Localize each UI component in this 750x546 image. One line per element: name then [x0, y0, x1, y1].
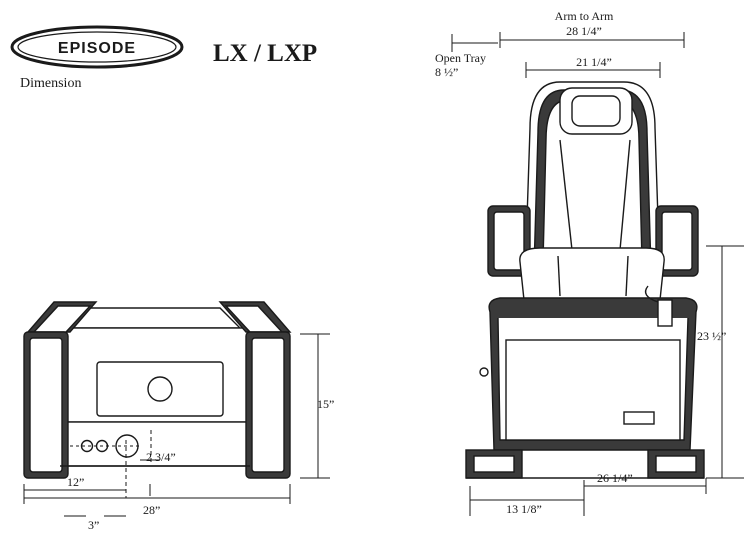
- dim-open-tray: 8 ½”: [435, 65, 458, 79]
- front-view-dimensions: [23, 333, 330, 517]
- chair-view-drawing: [465, 81, 705, 479]
- dim-inner-width: 21 1/4”: [576, 55, 612, 69]
- dim-overall-width: 28”: [143, 503, 160, 517]
- dim-base-depth: 13 1/8”: [506, 502, 542, 516]
- model-title: LX / LXP: [213, 40, 317, 67]
- dim-arm-to-arm: 28 1/4”: [566, 24, 602, 38]
- chair-view-dimensions: [451, 32, 744, 516]
- front-view-drawing: [23, 301, 292, 479]
- dim-height-15: 15”: [317, 397, 334, 411]
- dim-outlet-spacing: 3”: [88, 518, 99, 532]
- dim-outlet-height: 2 3/4”: [146, 450, 176, 464]
- open-tray-label: Open Tray: [435, 51, 486, 65]
- subtitle: Dimension: [20, 76, 81, 91]
- brand-logo: EPISODE: [10, 25, 184, 69]
- dim-outlet-offset: 12”: [67, 475, 84, 489]
- arm-to-arm-label: Arm to Arm: [555, 9, 614, 23]
- dim-side-height: 23 ½”: [697, 329, 726, 343]
- logo-text: EPISODE: [58, 40, 136, 57]
- dim-base-width: 26 1/4”: [597, 471, 633, 485]
